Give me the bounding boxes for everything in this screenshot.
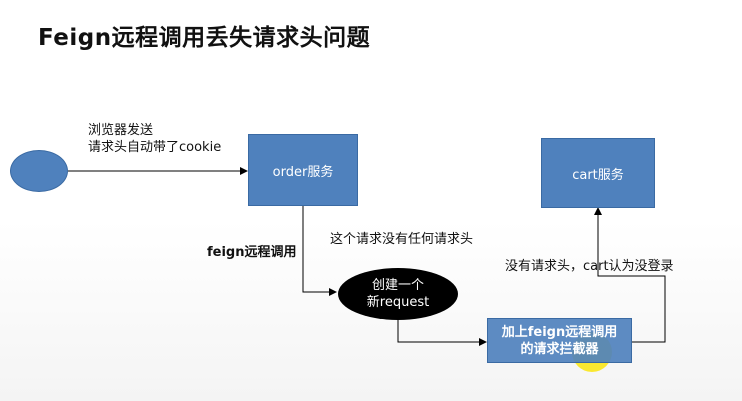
cart-no-header-label: 没有请求头，cart认为没登录 [505,259,674,274]
no-header-label: 这个请求没有任何请求头 [330,232,474,247]
arrow-order-to-new-request [302,206,337,296]
browser-label-line1: 浏览器发送 [88,123,154,138]
cart-service-box: cart服务 [541,138,655,208]
slide-title: Feign远程调用丢失请求头问题 [38,25,371,51]
browser-label-line2: 请求头自动带了cookie [88,140,222,155]
feign-call-label: feign远程调用 [207,245,297,260]
browser-node [10,150,68,192]
arrow-new-request-to-interceptor [397,320,487,346]
interceptor-line1: 加上feign远程调用 [501,324,618,340]
browser-label: 浏览器发送 请求头自动带了cookie [88,122,221,156]
interceptor-line2: 的请求拦截器 [520,341,599,357]
new-request-line2: 新request [366,295,430,310]
order-service-box: order服务 [248,134,358,206]
new-request-ellipse: 创建一个 新request [338,268,458,320]
new-request-line1: 创建一个 [371,278,424,293]
arrow-interceptor-to-cart [594,207,666,343]
interceptor-box: 加上feign远程调用 的请求拦截器 [487,318,632,363]
